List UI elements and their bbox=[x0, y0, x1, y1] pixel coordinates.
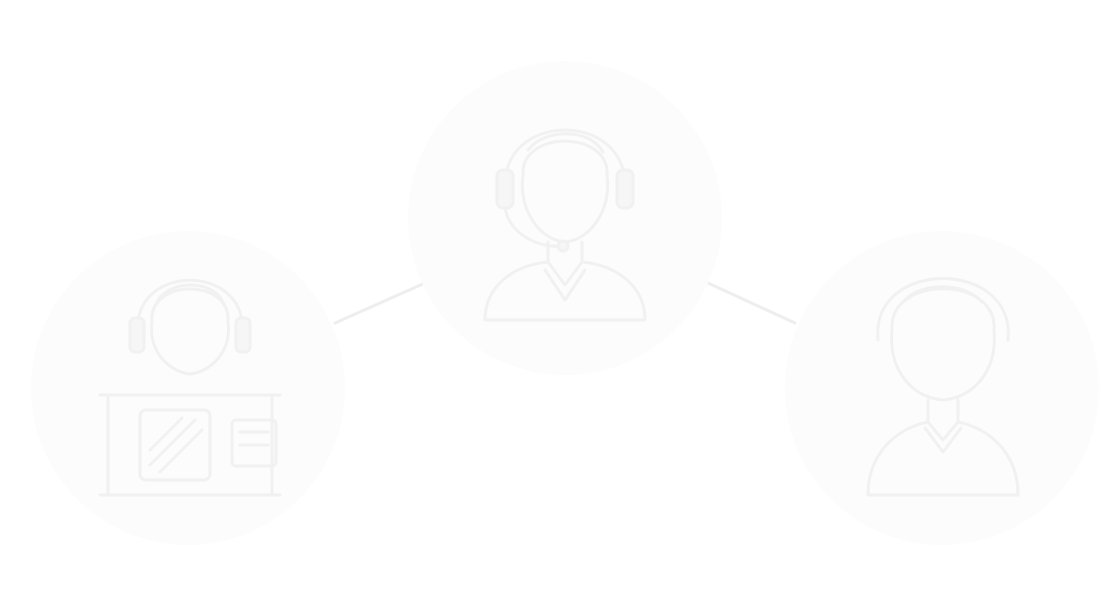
node-circle-right bbox=[785, 231, 1099, 545]
node-circle-center bbox=[408, 61, 722, 375]
connector-line-right bbox=[706, 281, 797, 325]
connector-line-left bbox=[333, 281, 427, 325]
support-agent-at-desk-icon bbox=[98, 278, 282, 497]
node-circle-left bbox=[31, 231, 345, 545]
user-profile-icon bbox=[866, 277, 1020, 497]
customer-support-headset-icon bbox=[483, 128, 647, 322]
